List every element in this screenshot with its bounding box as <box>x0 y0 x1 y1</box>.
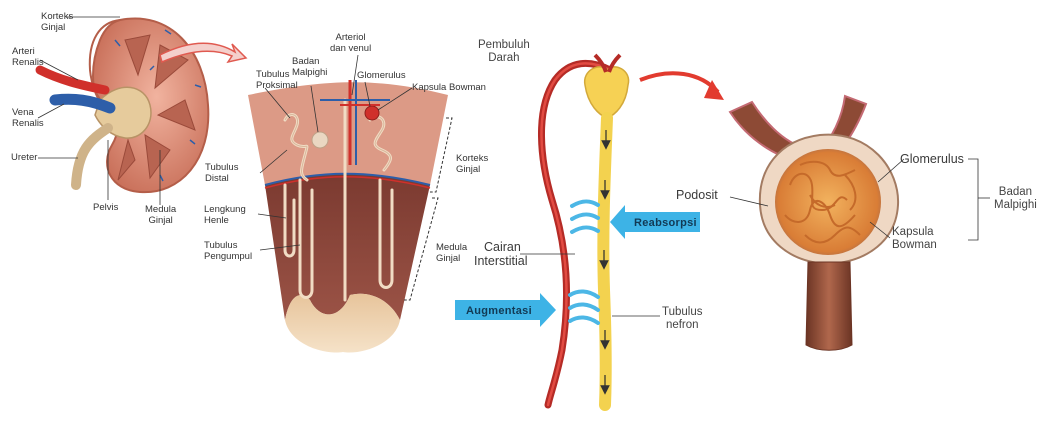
label-glomerulus: Glomerulus <box>900 152 964 166</box>
glomerular-capsule <box>585 67 629 118</box>
medulla-region <box>265 174 430 320</box>
label-ureter: Ureter <box>11 153 37 164</box>
label-podosit: Podosit <box>676 188 718 202</box>
ureter <box>76 128 108 185</box>
nephron-wedge <box>248 55 452 353</box>
zoom-arrow-2 <box>640 73 718 92</box>
label-reabsorpsi: Reabsorpsi <box>628 214 703 232</box>
label-glomerulus-nephron: Glomerulus <box>357 71 406 82</box>
glomerulus-cluster <box>775 149 881 255</box>
cortex-region <box>248 82 448 185</box>
malpighian-body <box>312 132 328 148</box>
glomerulus-ball <box>365 106 379 120</box>
label-augmentasi: Augmentasi <box>460 302 538 320</box>
label-pelvis: Pelvis <box>93 203 118 214</box>
renal-vein <box>55 99 110 108</box>
tubule-outlet <box>806 262 852 350</box>
malpighian-body-illustration <box>730 96 990 350</box>
label-kapsula-bowman-nephron: Kapsula Bowman <box>412 83 486 94</box>
badan-bracket <box>968 159 978 240</box>
